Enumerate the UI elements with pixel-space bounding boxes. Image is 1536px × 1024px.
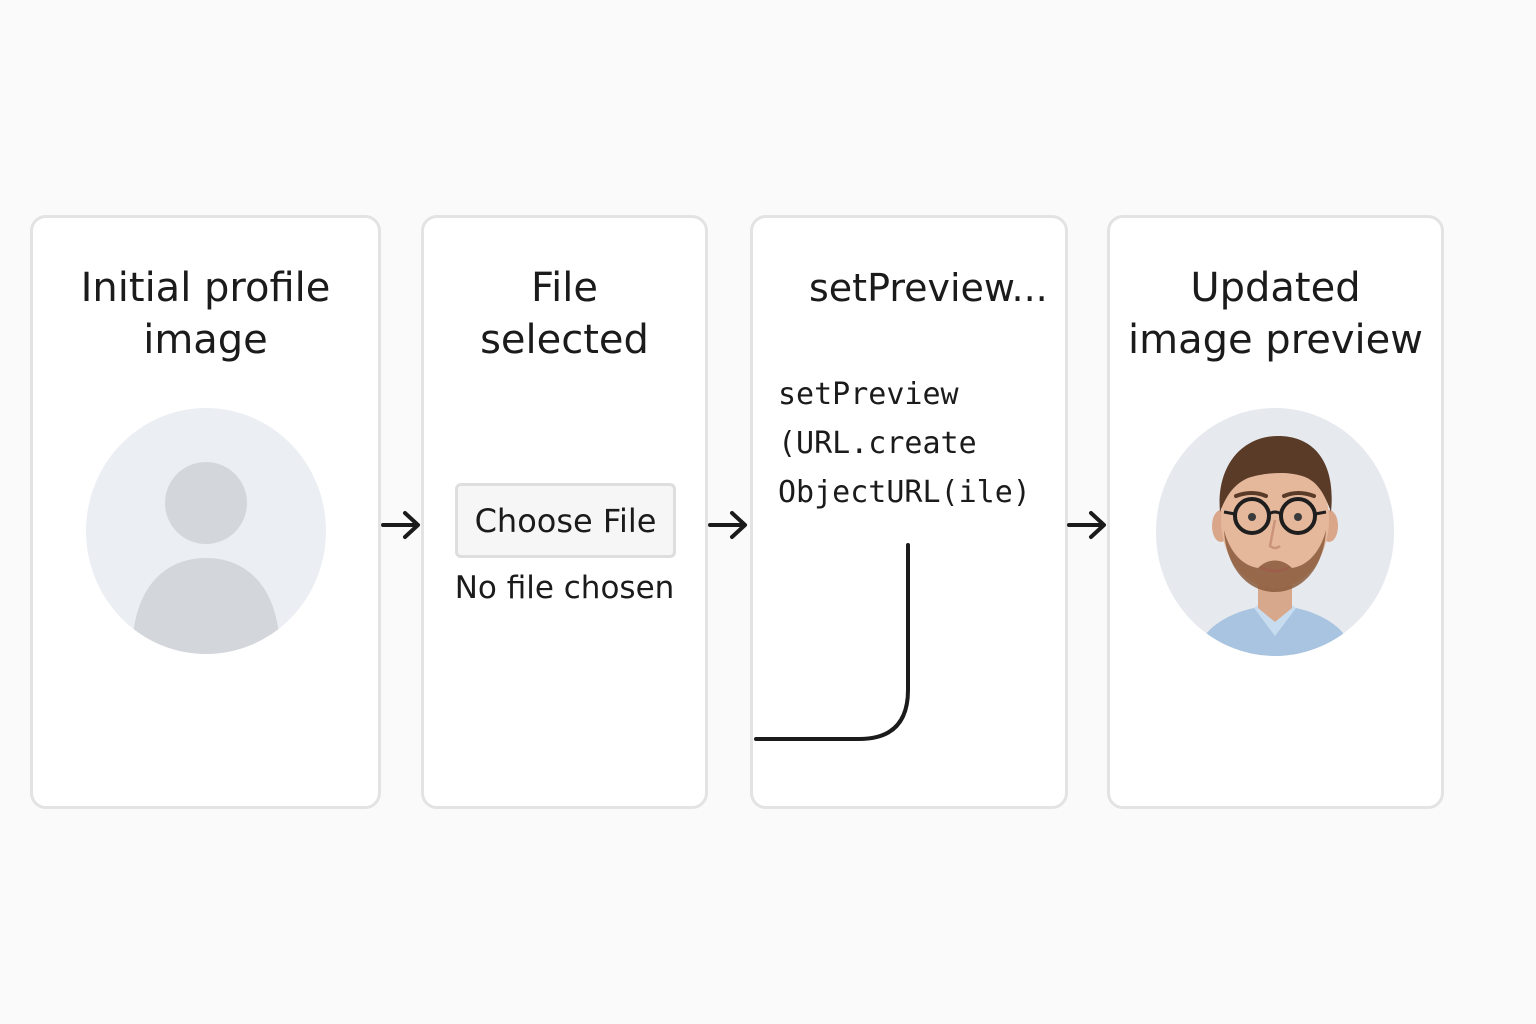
arrow-right-icon <box>381 511 420 539</box>
arrow-right-icon <box>1067 511 1106 539</box>
profile-placeholder-avatar <box>86 408 326 654</box>
code-line: setPreview <box>778 377 959 412</box>
code-line: ObjectURL(ile) <box>778 475 1031 510</box>
person-placeholder-icon <box>132 462 280 654</box>
step-title: File selected <box>480 265 649 363</box>
step-title: setPreview... <box>809 266 1048 310</box>
step-file-selected: File selected Choose File No file chosen <box>421 215 708 809</box>
arrow-right-icon <box>708 511 747 539</box>
choose-file-button[interactable]: Choose File <box>455 483 676 558</box>
step-title: Updated image preview <box>1128 265 1423 363</box>
code-line: (URL.create <box>778 426 977 461</box>
step-initial-profile: Initial profile image <box>30 215 381 809</box>
file-status-text: No file chosen <box>454 570 675 606</box>
step-title: Initial profile image <box>80 265 331 363</box>
updated-profile-photo <box>1156 408 1394 656</box>
connector-line <box>754 543 910 741</box>
profile-photo <box>1156 408 1394 656</box>
step-updated-preview: Updated image preview <box>1107 215 1444 809</box>
